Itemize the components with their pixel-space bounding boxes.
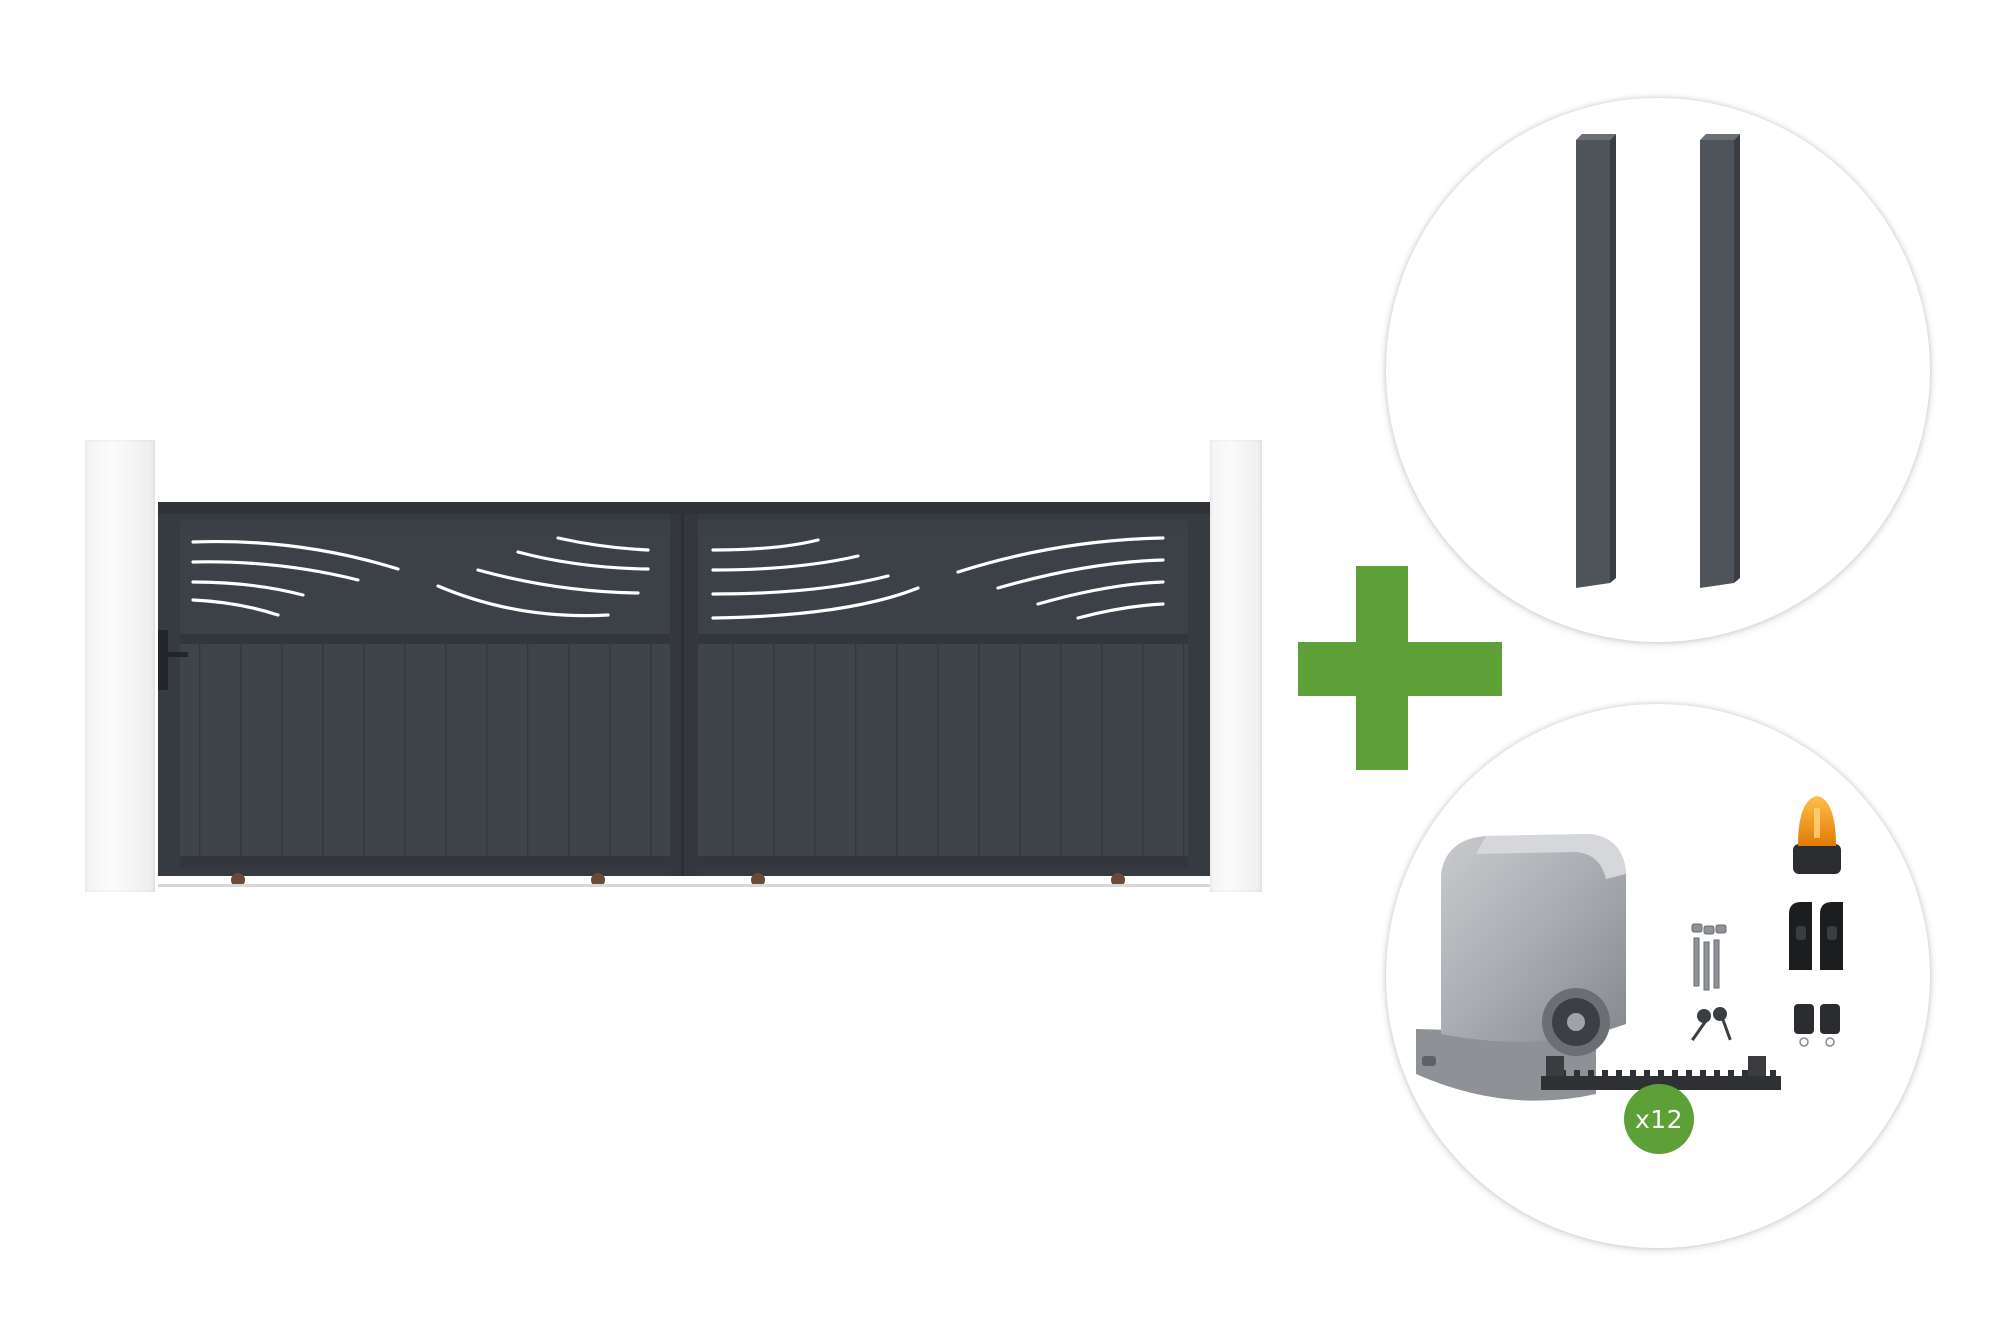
motor-kit-drawing (1416, 796, 1843, 1101)
rack-count-badge: x12 (1624, 1084, 1694, 1154)
remote-control-icon (1794, 1004, 1840, 1047)
rack-count-label: x12 (1634, 1104, 1684, 1134)
sliding-gate-drawing (158, 502, 1210, 887)
screw-set-icon (1691, 923, 1727, 991)
post-right (1700, 134, 1740, 588)
warning-light-icon (1793, 796, 1841, 874)
sliding-gate (158, 502, 1210, 892)
motor-kit-bubble: x12 (1386, 704, 1930, 1248)
gate-posts-icon (1576, 134, 1740, 588)
gear-rack-icon (1541, 1056, 1781, 1090)
post-left (1576, 134, 1616, 588)
left-pillar (85, 440, 155, 892)
gate-motor-icon (1416, 834, 1626, 1101)
photocell-pair-icon (1789, 902, 1843, 970)
plus-horizontal-bar (1298, 642, 1502, 696)
key-icon (1691, 1007, 1732, 1042)
posts-bubble (1386, 98, 1930, 642)
right-pillar (1210, 440, 1262, 892)
